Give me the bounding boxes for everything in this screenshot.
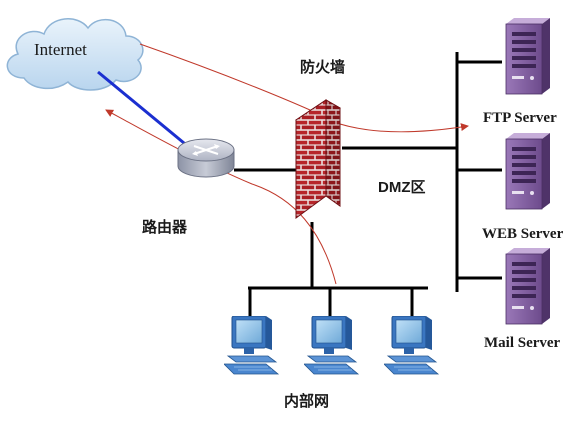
mail-server-label: Mail Server	[484, 335, 561, 351]
router-label: 路由器	[142, 218, 188, 236]
dmz-label: DMZ区	[378, 179, 426, 196]
lan-computers	[224, 316, 439, 375]
server-icon	[505, 18, 551, 95]
ftp-server-label: FTP Server	[483, 110, 557, 126]
firewall-icon	[295, 99, 341, 219]
cloud-icon	[6, 18, 144, 91]
router-icon	[177, 138, 235, 178]
internet-cloud: Internet	[6, 18, 144, 91]
computer-icon	[384, 316, 439, 375]
server-icon	[505, 133, 551, 210]
internet-label: Internet	[34, 40, 87, 59]
server-icon	[505, 248, 551, 325]
traffic-flows	[105, 43, 469, 285]
web-server-label: WEB Server	[482, 226, 564, 242]
mail-server: Mail Server	[484, 248, 561, 351]
web-server: WEB Server	[482, 133, 564, 242]
ftp-server: FTP Server	[483, 18, 557, 126]
computer-icon	[224, 316, 279, 375]
internet-router-link	[97, 70, 191, 150]
firewall-label: 防火墙	[300, 58, 345, 76]
computer-icon	[304, 316, 359, 375]
outbound-traffic-arrow	[105, 109, 337, 285]
lan-label: 内部网	[284, 392, 329, 410]
network-links	[234, 52, 502, 318]
router: 路由器	[142, 138, 235, 236]
firewall: 防火墙	[295, 58, 345, 219]
